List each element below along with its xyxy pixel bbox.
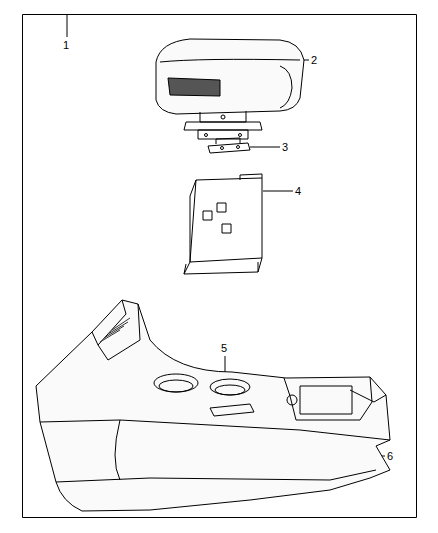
floor-console	[36, 300, 390, 511]
callout-number: 1	[63, 40, 69, 51]
callout-number: 3	[282, 142, 288, 153]
callout-number: 2	[311, 55, 317, 66]
callout-number: 6	[387, 451, 393, 462]
callout-number: 4	[295, 186, 301, 197]
frame-border	[23, 15, 417, 518]
armrest-lid	[156, 39, 304, 139]
mounting-frame	[184, 174, 262, 274]
bracket-plate	[208, 138, 250, 153]
callout-number: 5	[221, 343, 227, 354]
